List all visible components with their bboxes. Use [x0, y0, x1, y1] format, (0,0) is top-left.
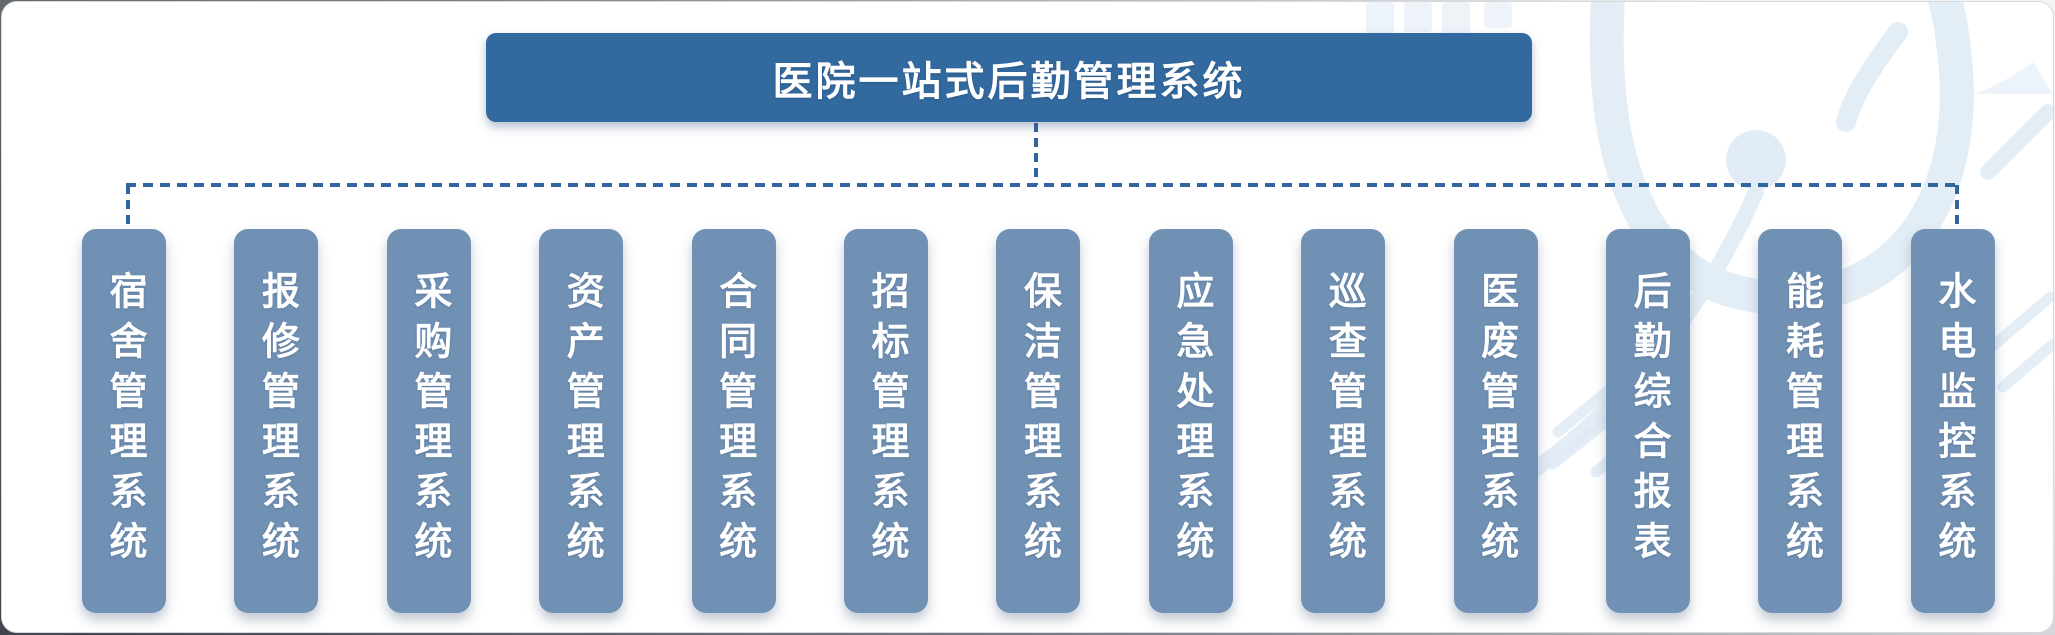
subsystem-node: 医废管理系统 — [1453, 229, 1538, 613]
subsystem-label: 保洁管理系统 — [1017, 271, 1060, 571]
subsystem-node: 保洁管理系统 — [996, 229, 1081, 613]
subsystem-label: 采购管理系统 — [407, 271, 450, 571]
root-system-label: 医院一站式后勤管理系统 — [772, 59, 1246, 104]
subsystem-node: 能耗管理系统 — [1758, 229, 1843, 613]
subsystem-label: 巡查管理系统 — [1322, 271, 1365, 571]
subsystem-node: 后勤综合报表 — [1606, 229, 1691, 613]
subsystem-label: 后勤综合报表 — [1627, 271, 1670, 571]
subsystem-label: 合同管理系统 — [712, 271, 755, 571]
root-system-node: 医院一站式后勤管理系统 — [486, 33, 1532, 122]
subsystem-node: 水电监控系统 — [1910, 229, 1995, 613]
subsystem-label: 应急处理系统 — [1169, 271, 1212, 571]
subsystem-node: 资产管理系统 — [539, 229, 624, 613]
connector-horizontal-line — [126, 183, 1959, 187]
subsystem-node: 合同管理系统 — [691, 229, 776, 613]
subsystem-label: 医废管理系统 — [1474, 271, 1517, 571]
subsystem-node: 招标管理系统 — [844, 229, 929, 613]
connector-root-stub — [1034, 123, 1038, 185]
subsystem-node: 宿舍管理系统 — [82, 229, 166, 613]
connector-left-drop — [126, 185, 130, 231]
subsystem-node: 采购管理系统 — [386, 229, 471, 613]
subsystem-row: 宿舍管理系统 报修管理系统 采购管理系统 资产管理系统 合同管理系统 招标管理系统 保洁管理… — [82, 229, 1995, 613]
subsystem-label: 招标管理系统 — [865, 271, 908, 571]
subsystem-label: 水电监控系统 — [1931, 271, 1974, 571]
subsystem-label: 宿舍管理系统 — [103, 271, 145, 571]
connector-right-drop — [1955, 185, 1959, 231]
subsystem-label: 报修管理系统 — [255, 271, 298, 571]
subsystem-node: 巡查管理系统 — [1301, 229, 1386, 613]
subsystem-node: 报修管理系统 — [234, 229, 319, 613]
subsystem-label: 能耗管理系统 — [1779, 271, 1822, 571]
subsystem-label: 资产管理系统 — [560, 271, 603, 571]
subsystem-node: 应急处理系统 — [1148, 229, 1233, 613]
